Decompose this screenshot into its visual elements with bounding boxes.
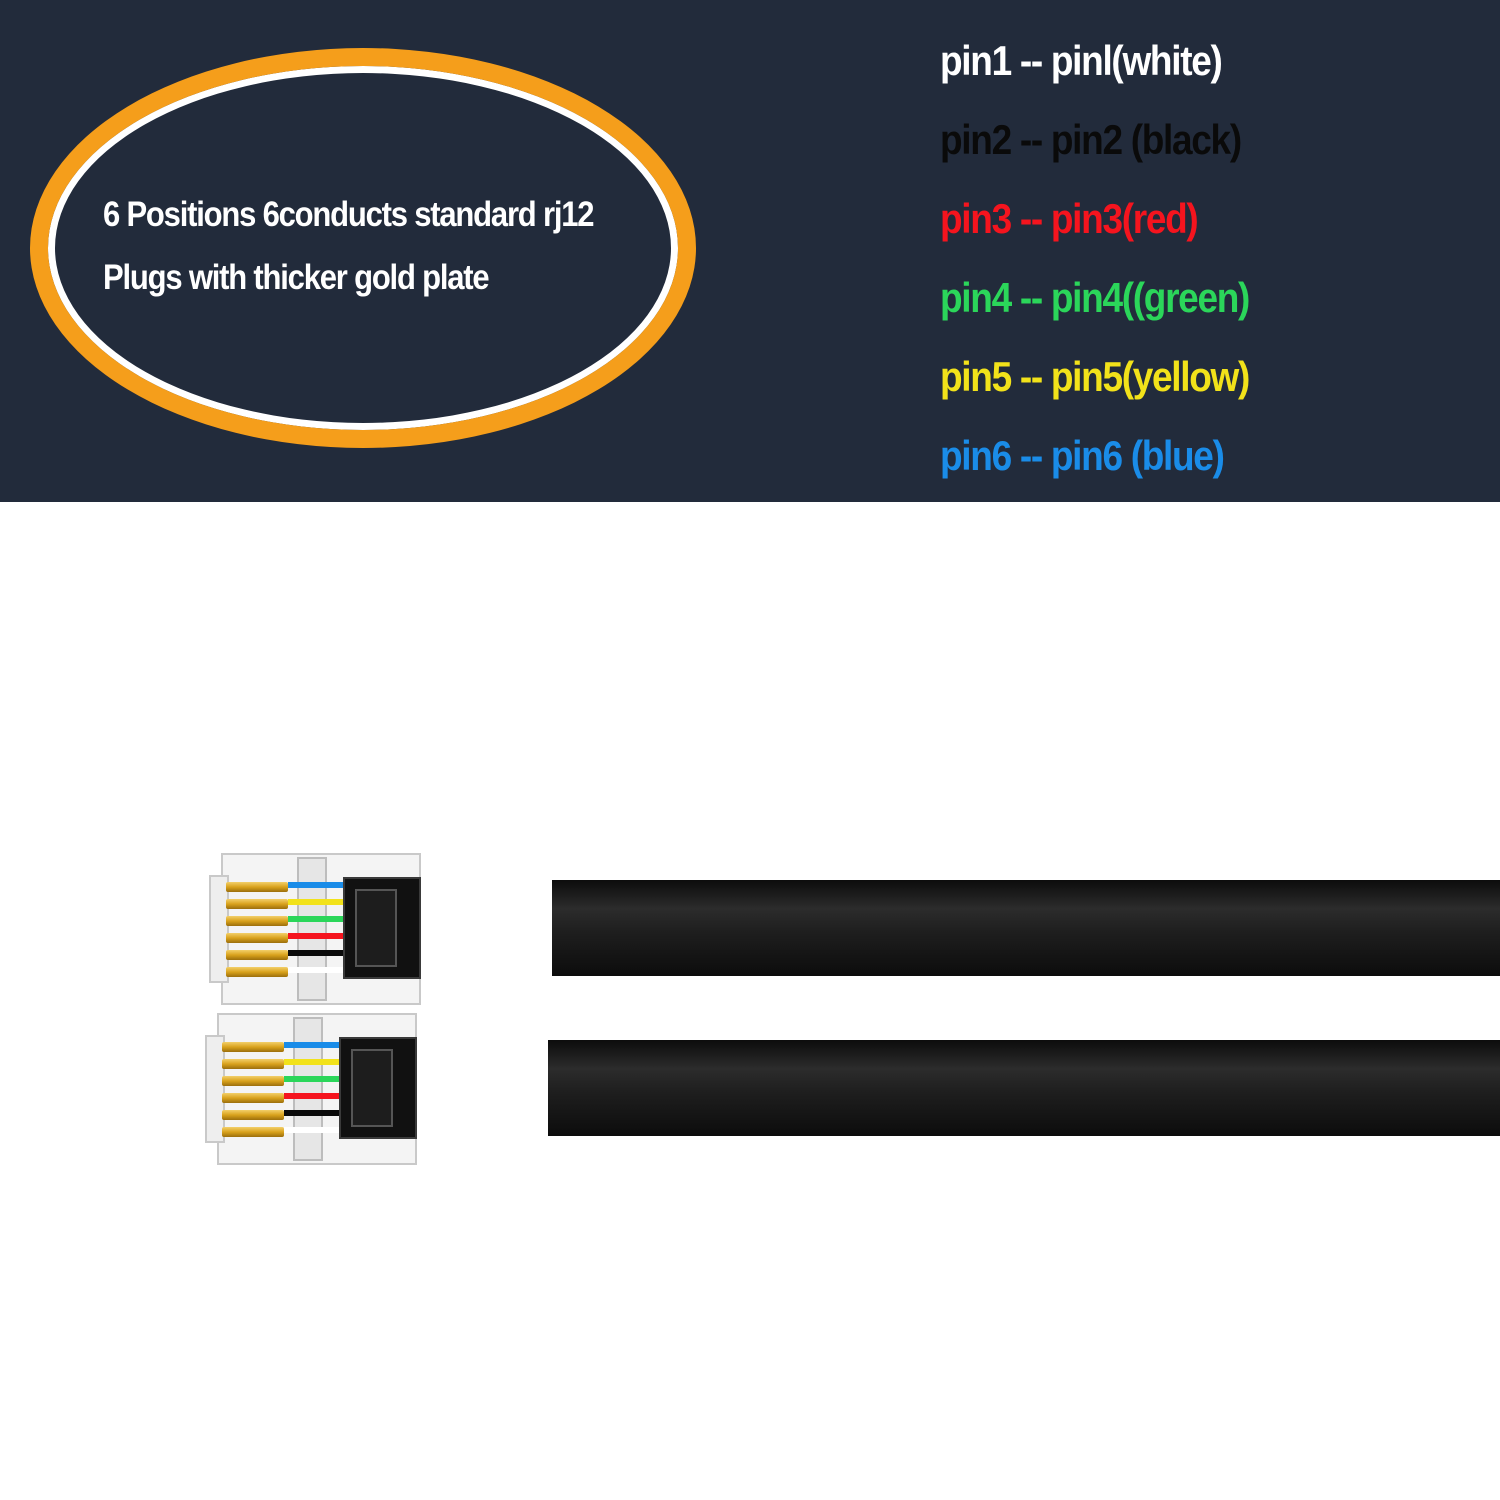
wire-strand <box>284 1076 340 1082</box>
gold-contact <box>226 899 288 909</box>
callout-line-1: 6 Positions 6conducts standard rj12 <box>103 194 595 235</box>
pinout-row-4: pin4 -- pin4((green) <box>940 275 1250 321</box>
pinout-row-3: pin3 -- pin3(red) <box>940 196 1199 242</box>
wire-strand <box>284 1059 340 1065</box>
wire-strand <box>284 1093 340 1099</box>
plug-ridge <box>293 1017 323 1161</box>
pinout-row-6: pin6 -- pin6 (blue) <box>940 433 1225 479</box>
plug-ridge <box>297 857 327 1001</box>
boot-window <box>351 1049 393 1127</box>
wire-strand <box>288 916 344 922</box>
gold-contact <box>222 1059 284 1069</box>
gold-contact <box>222 1042 284 1052</box>
wire-strand <box>288 899 344 905</box>
plug-tab <box>209 875 229 983</box>
rj12-cables-photo <box>205 853 1500 1165</box>
wire-strand <box>288 967 344 973</box>
wire-strand <box>284 1042 340 1048</box>
callout-oval <box>30 48 696 448</box>
gold-contact <box>226 950 288 960</box>
gold-contact <box>222 1076 284 1086</box>
wire-strand <box>288 950 344 956</box>
gold-contact <box>226 933 288 943</box>
pinout-row-5: pin5 -- pin5(yellow) <box>940 354 1250 400</box>
callout-line-2: Plugs with thicker gold plate <box>103 257 490 298</box>
pinout-row-1: pin1 -- pinl(white) <box>940 38 1223 84</box>
gold-contact <box>226 882 288 892</box>
pinout-row-2: pin2 -- pin2 (black) <box>940 117 1242 163</box>
gold-contact <box>222 1127 284 1137</box>
cable-body <box>552 880 1500 976</box>
rj12-plug-2 <box>205 1013 1500 1165</box>
wire-strand <box>288 882 344 888</box>
plug-tab <box>205 1035 225 1143</box>
cable-body <box>548 1040 1500 1136</box>
gold-contact <box>226 967 288 977</box>
boot-window <box>355 889 397 967</box>
header-banner: 6 Positions 6conducts standard rj12 Plug… <box>0 0 1500 502</box>
gold-contact <box>222 1093 284 1103</box>
wire-strand <box>284 1127 340 1133</box>
gold-contact <box>222 1110 284 1120</box>
wire-strand <box>284 1110 340 1116</box>
rj12-plug-1 <box>209 853 1500 1005</box>
gold-contact <box>226 916 288 926</box>
wire-strand <box>288 933 344 939</box>
